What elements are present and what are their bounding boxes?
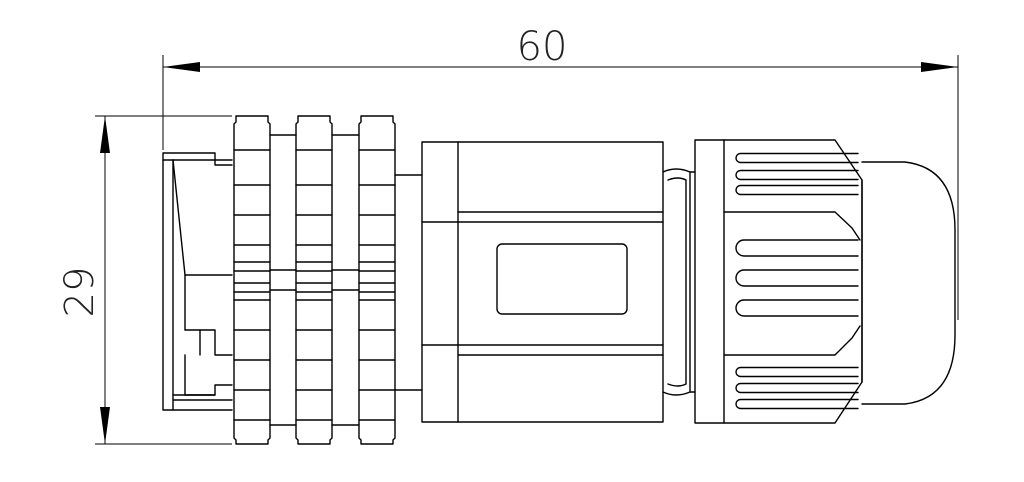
gland-groove bbox=[735, 398, 859, 410]
gland-groove bbox=[735, 269, 859, 287]
label-window bbox=[496, 243, 628, 315]
gland-groove bbox=[735, 239, 859, 257]
gland-groove bbox=[735, 366, 859, 378]
gland-nut bbox=[694, 139, 863, 424]
height-dimension: 29 bbox=[57, 115, 232, 445]
width-dimension: 60 bbox=[162, 24, 959, 320]
main-body bbox=[421, 141, 664, 423]
gland-groove bbox=[735, 299, 859, 317]
coupling-nut bbox=[233, 115, 396, 445]
width-arrow-right bbox=[921, 62, 958, 72]
sealing-ring bbox=[662, 168, 696, 396]
gland-groove bbox=[735, 152, 859, 164]
width-arrow-left bbox=[163, 62, 200, 72]
gland-groove bbox=[735, 382, 859, 394]
neck bbox=[394, 174, 423, 391]
plug-end bbox=[162, 152, 233, 411]
gland-groove bbox=[735, 184, 859, 196]
gland-groove bbox=[735, 169, 859, 181]
height-arrow-top bbox=[100, 116, 110, 153]
height-arrow-bottom bbox=[100, 407, 110, 444]
height-label: 29 bbox=[57, 267, 103, 318]
width-label: 60 bbox=[517, 24, 568, 70]
cable-boot bbox=[861, 161, 956, 405]
